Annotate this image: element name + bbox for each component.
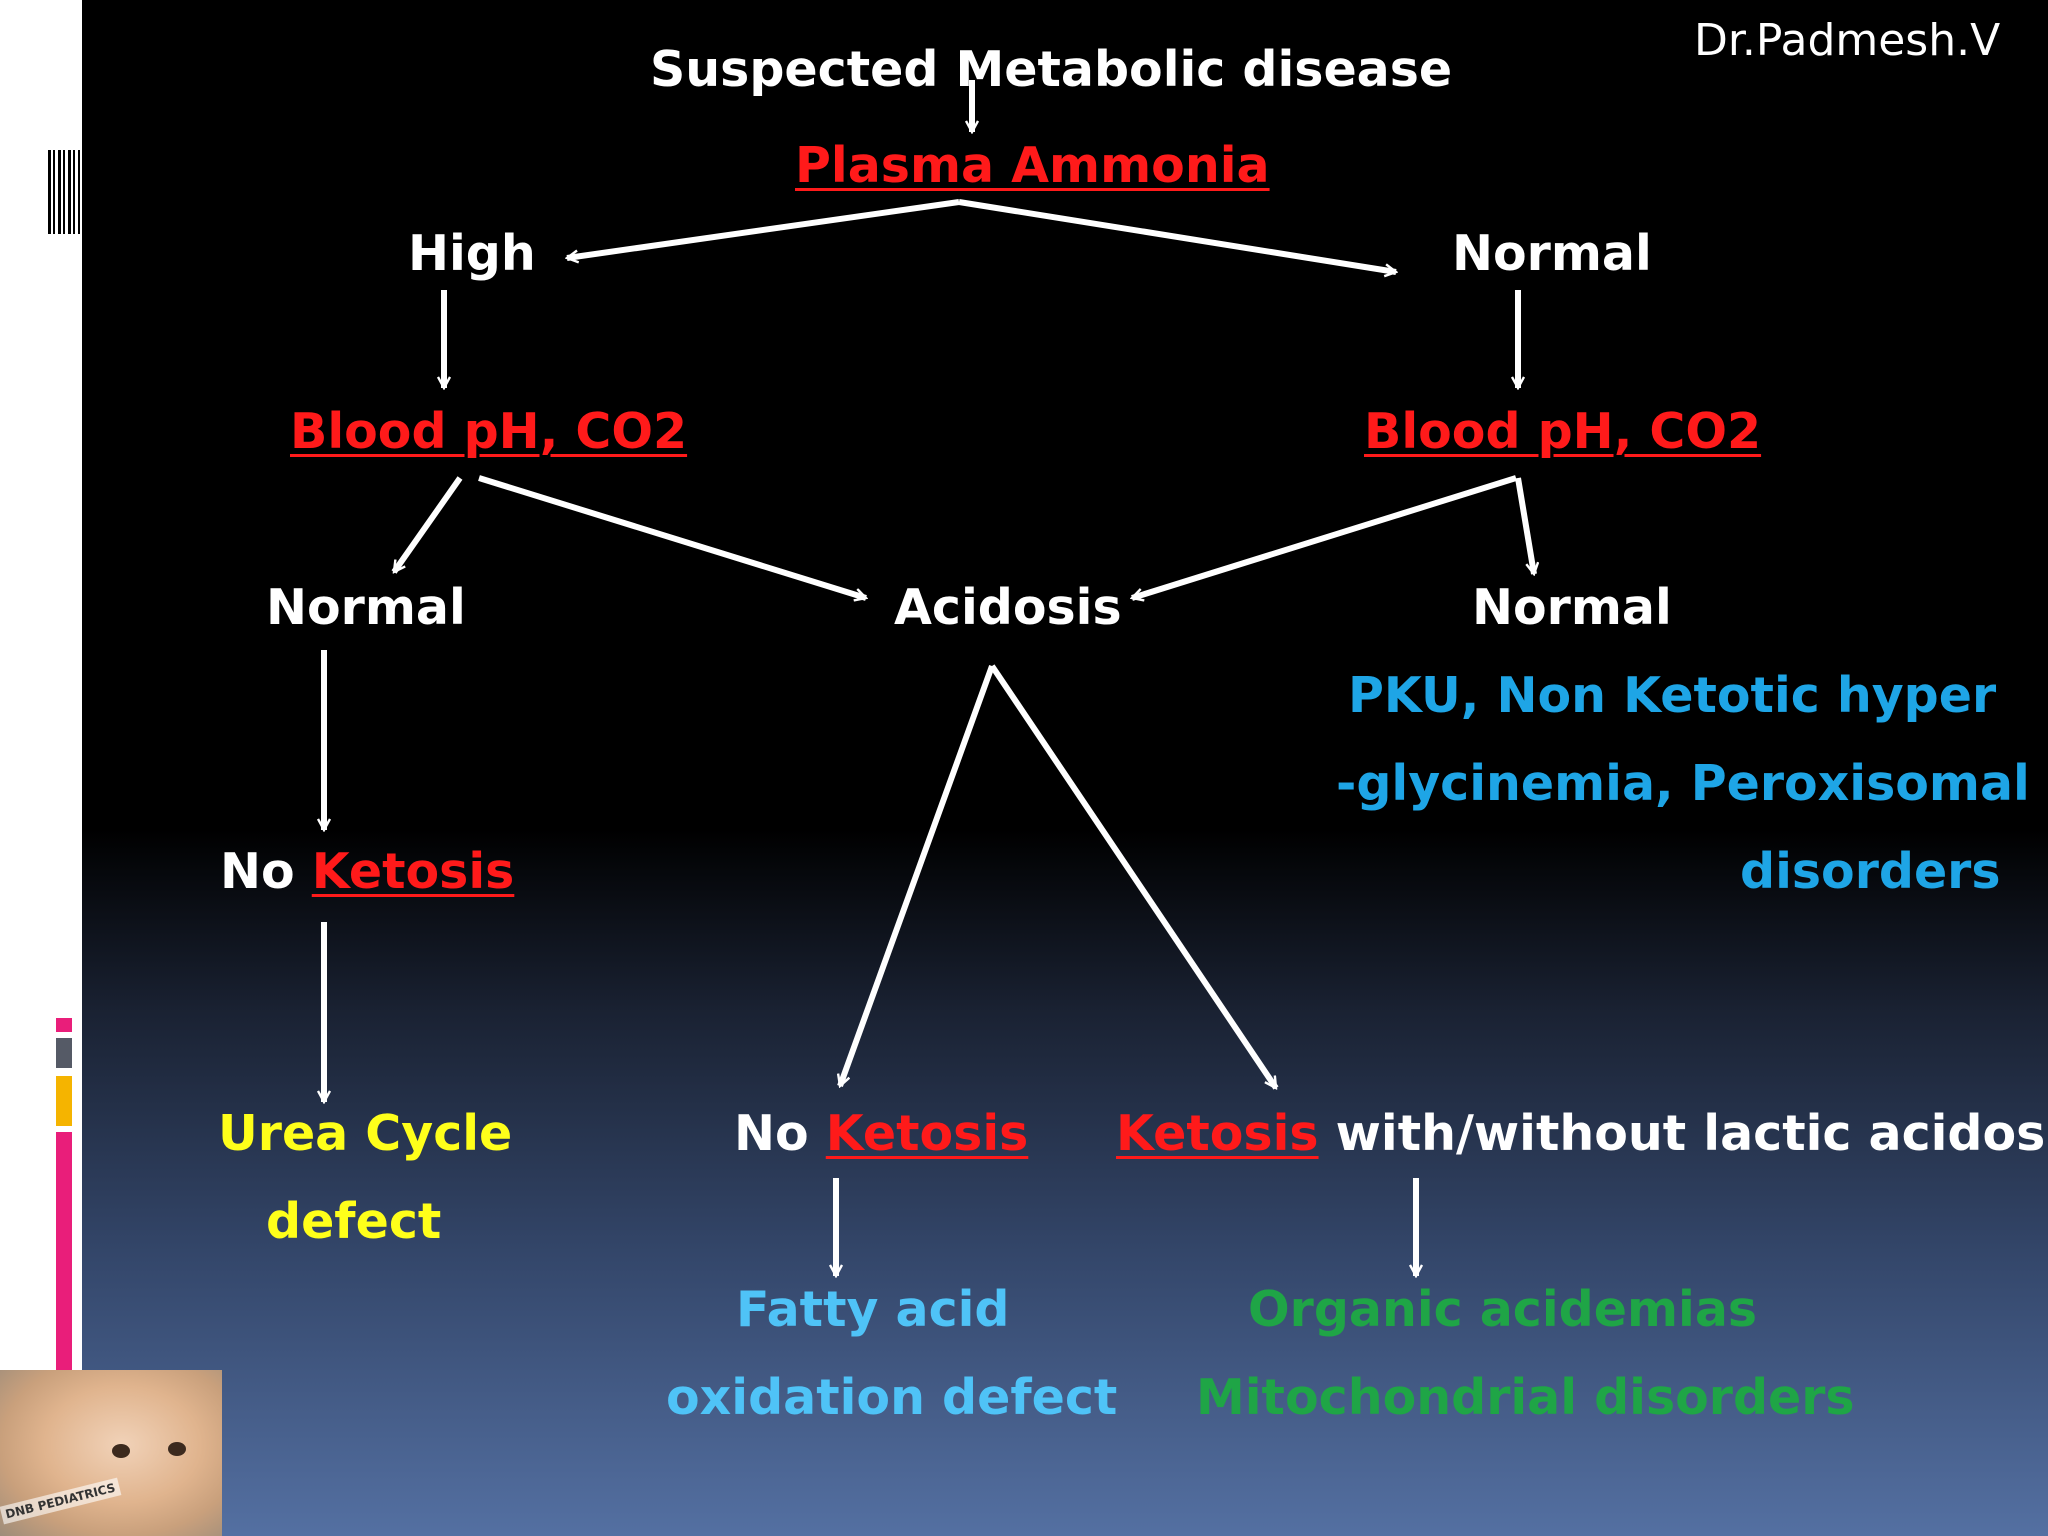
node-pku-line3: disorders [1740, 843, 2001, 900]
node-fatty-acid-line2: oxidation defect [666, 1369, 1118, 1426]
node-blood-ph-left: Blood pH, CO2 [290, 403, 688, 460]
node-mitochondrial-disorders: Mitochondrial disorders [1196, 1369, 1855, 1426]
barcode-decoration [48, 150, 80, 234]
node-urea-cycle-line1: Urea Cycle [218, 1105, 513, 1162]
logo-eye-left [112, 1444, 130, 1458]
ketosis-suffix: with/without lactic acidosis [1335, 1105, 2048, 1162]
arrow-blood-left-to-normal [391, 476, 463, 572]
arrow-blood-right-to-normal [1515, 477, 1534, 574]
node-normal-left: Normal [266, 579, 466, 636]
node-plasma-ammonia: Plasma Ammonia [795, 137, 1270, 194]
baby-logo-image: DNB PEDIATRICS [0, 1370, 222, 1536]
node-urea-cycle-line2: defect [266, 1193, 442, 1250]
arrow-acidosis-to-ketosis [989, 664, 1279, 1088]
node-blood-ph-right: Blood pH, CO2 [1364, 403, 1762, 460]
author-credit: Dr.Padmesh.V [1694, 15, 2001, 66]
slide-stage: Dr.Padmesh.V Suspected Metabolic disease… [82, 0, 2048, 1536]
logo-stamp: DNB PEDIATRICS [0, 1477, 122, 1525]
no-ketosis-mid-term: Ketosis [825, 1105, 1029, 1162]
no-ketosis-left-prefix: No [220, 843, 295, 900]
arrow-plasma-to-normal [958, 199, 1396, 272]
node-no-ketosis-left: No Ketosis [220, 843, 515, 900]
node-no-ketosis-mid: No Ketosis [734, 1105, 1029, 1162]
node-fatty-acid-line1: Fatty acid [736, 1281, 1010, 1338]
node-normal-top: Normal [1452, 225, 1652, 282]
node-pku-line1: PKU, Non Ketotic hyper [1348, 667, 1997, 724]
node-normal-right: Normal [1472, 579, 1672, 636]
node-high: High [408, 225, 536, 282]
no-ketosis-mid-prefix: No [734, 1105, 809, 1162]
left-sidebar-strip [0, 0, 82, 1536]
accent-pink-bottom [56, 1132, 72, 1370]
ketosis-term: Ketosis [1116, 1105, 1319, 1162]
arrow-acidosis-to-no-ketosis [840, 664, 995, 1086]
node-ketosis-lactic: Ketosis with/without lactic acidosis [1116, 1105, 2048, 1162]
node-acidosis: Acidosis [894, 579, 1122, 636]
logo-eye-right [168, 1442, 186, 1456]
no-ketosis-left-term: Ketosis [311, 843, 515, 900]
arrow-blood-left-to-acidosis [478, 475, 866, 598]
node-suspected-metabolic-disease: Suspected Metabolic disease [650, 41, 1453, 98]
arrow-blood-right-to-acidosis [1132, 475, 1517, 598]
flowchart-arrows [82, 80, 2048, 1536]
accent-pink-top [56, 1018, 72, 1032]
node-pku-line2: -glycinemia, Peroxisomal [1336, 755, 2030, 812]
node-organic-acidemias: Organic acidemias [1248, 1281, 1758, 1338]
arrow-plasma-to-high [567, 199, 960, 258]
accent-orange [56, 1076, 72, 1126]
accent-gray [56, 1038, 72, 1068]
